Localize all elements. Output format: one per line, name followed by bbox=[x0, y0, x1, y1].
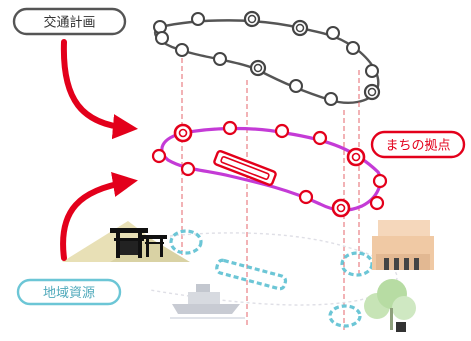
svg-text:まちの拠点: まちの拠点 bbox=[385, 139, 450, 154]
hub-station bbox=[338, 205, 345, 212]
hub-station bbox=[276, 125, 288, 137]
transport-station bbox=[369, 89, 376, 96]
svg-text:地域資源: 地域資源 bbox=[43, 286, 95, 301]
hub-station bbox=[353, 154, 360, 161]
local-resources-label: 地域資源 bbox=[18, 280, 120, 304]
resource-area bbox=[216, 259, 287, 290]
transport-station bbox=[347, 42, 359, 54]
transport-station bbox=[154, 21, 166, 33]
hub-station bbox=[180, 130, 187, 137]
transport-station bbox=[325, 93, 337, 105]
hub-station bbox=[224, 122, 236, 134]
ship-icon bbox=[170, 284, 245, 318]
town-hub-label: まちの拠点 bbox=[372, 132, 464, 157]
svg-text:交通計画: 交通計画 bbox=[43, 15, 95, 31]
resource-area bbox=[330, 306, 360, 326]
transport-station bbox=[290, 80, 302, 92]
transport-station bbox=[176, 44, 188, 56]
transport-route-loop bbox=[155, 20, 378, 102]
arrow-to-hub-layer bbox=[64, 42, 128, 128]
transport-station bbox=[297, 25, 304, 32]
transport-network-layer bbox=[154, 12, 379, 105]
transport-station bbox=[366, 65, 378, 77]
transport-station bbox=[249, 16, 256, 23]
resource-area bbox=[171, 231, 201, 253]
transport-station bbox=[327, 27, 339, 39]
hub-station bbox=[153, 150, 165, 162]
hub-station bbox=[300, 191, 312, 203]
transport-station bbox=[255, 65, 262, 72]
transport-stations bbox=[154, 12, 379, 105]
hub-station bbox=[371, 197, 383, 209]
resource-area bbox=[342, 253, 372, 275]
hub-station bbox=[182, 163, 194, 175]
transport-station bbox=[192, 13, 204, 25]
transport-station bbox=[214, 53, 226, 65]
resource-faint-route bbox=[150, 233, 397, 305]
hub-station bbox=[314, 132, 326, 144]
houses-icon bbox=[372, 220, 434, 270]
transport-plan-label: 交通計画 bbox=[14, 9, 125, 34]
trees-icon bbox=[364, 279, 416, 332]
hub-station bbox=[374, 175, 386, 187]
transport-station bbox=[156, 32, 168, 44]
town-hub-layer bbox=[153, 122, 386, 216]
